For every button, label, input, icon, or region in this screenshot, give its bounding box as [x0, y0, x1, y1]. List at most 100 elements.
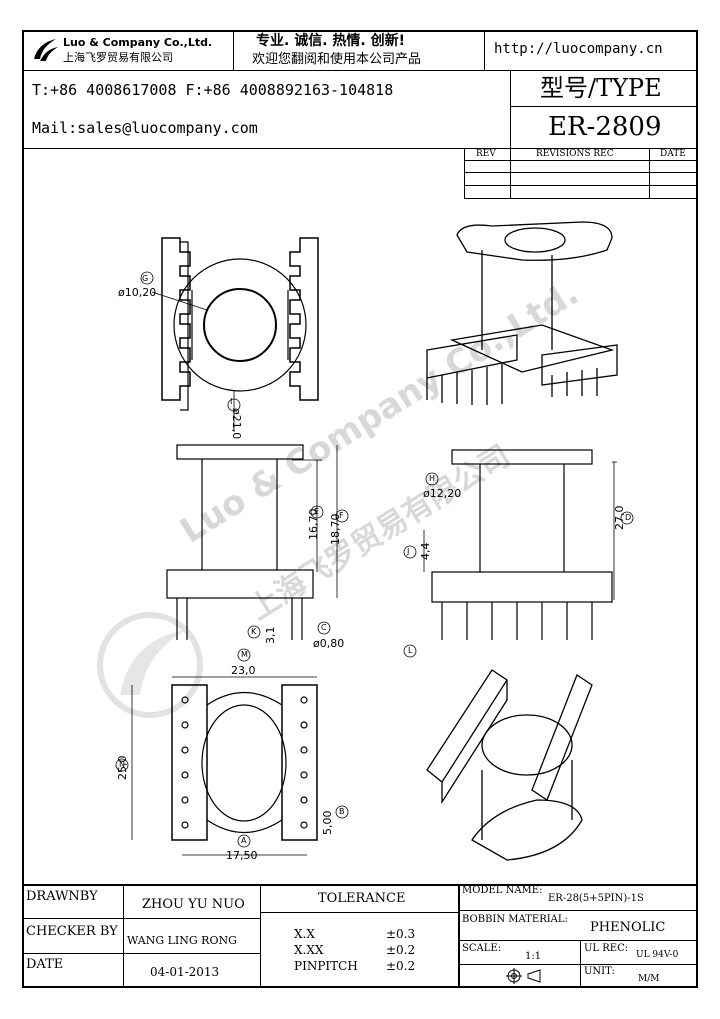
- bobbin-label: BOBBIN MATERIAL:: [462, 914, 568, 925]
- type-line: [510, 106, 698, 107]
- dim-g-mark: G: [142, 274, 149, 283]
- dim-g-dia: ø10,20: [118, 286, 157, 299]
- left-pin-rail: [161, 237, 191, 401]
- rev-row-2: [464, 172, 698, 173]
- iso-view-top: [426, 221, 618, 405]
- rev-row-4: [464, 198, 698, 199]
- model-value: ER-28(5+5PIN)-1S: [548, 893, 644, 904]
- header-line-2: [22, 148, 698, 149]
- footer-div-2: [260, 884, 261, 988]
- footer-row-1: [22, 918, 260, 919]
- type-divider: [510, 70, 511, 148]
- dim-b-mark: B: [339, 807, 345, 816]
- tol-xx-value: ±0.3: [386, 927, 416, 941]
- footer-right-row-2: [458, 940, 698, 941]
- tol-pin-label: PINPITCH: [294, 959, 358, 973]
- date-value: 04-01-2013: [150, 965, 220, 979]
- unit-label: UNIT:: [584, 966, 615, 977]
- dim-d-mark: D: [625, 513, 632, 522]
- footer-right-div: [580, 940, 581, 988]
- dim-n-mark: N: [119, 760, 125, 769]
- tol-xxx-label: X.XX: [294, 943, 324, 957]
- rev-table-left: [464, 148, 465, 198]
- dim-e-mark: E: [314, 507, 320, 516]
- rev-table-div2: [649, 148, 650, 198]
- dim-c-dia: ø0,80: [313, 637, 345, 650]
- header-line-1: [22, 70, 698, 71]
- footer-tol-line: [260, 912, 458, 913]
- footer-right-row-1: [458, 910, 698, 911]
- dim-a-len: 17,50: [226, 849, 258, 862]
- side-view: [403, 449, 634, 658]
- footer-right-row-3: [458, 964, 698, 965]
- dim-a-mark: A: [241, 836, 247, 845]
- dim-k-mark: K: [251, 627, 257, 636]
- scale-label: SCALE:: [462, 943, 502, 954]
- type-label: 型号/TYPE: [540, 74, 662, 102]
- bottom-right-rail: [281, 684, 318, 841]
- model-label: MODEL NAME:: [462, 885, 543, 896]
- scale-value: 1:1: [525, 951, 542, 962]
- footer-div-3: [458, 884, 460, 988]
- dim-d-len: 27,0: [613, 505, 626, 531]
- rev-row-1: [464, 160, 698, 161]
- unit-value: M/M: [638, 974, 660, 984]
- rev-col-rev: REV: [476, 149, 496, 159]
- footer-div-1: [123, 884, 124, 988]
- front-view: [166, 444, 349, 640]
- dim-k-len: 3,1: [264, 626, 277, 645]
- dim-h-mark: H: [429, 474, 436, 483]
- tol-xx-label: X.X: [294, 927, 315, 941]
- bobbin-value: PHENOLIC: [590, 920, 666, 935]
- right-pin-rail: [289, 237, 319, 401]
- front-base: [166, 569, 314, 599]
- website-link[interactable]: http://luocompany.cn: [494, 41, 663, 57]
- watermark-logo-icon: [97, 612, 203, 718]
- header-divider-2: [484, 30, 485, 70]
- rev-table-div1: [510, 148, 511, 198]
- flange-circle: [173, 258, 307, 392]
- dim-m-mark: M: [241, 650, 248, 659]
- dim-h-dia: ø12,20: [423, 487, 462, 500]
- bottom-left-rail: [171, 684, 208, 841]
- company-name: Luo & Company Co.,Ltd.: [63, 36, 213, 49]
- dim-f-mark: F: [339, 511, 344, 520]
- side-base: [431, 571, 613, 603]
- dim-j-mark: J: [407, 547, 410, 556]
- welcome-text: 欢迎您翻阅和使用本公司产品: [252, 52, 422, 67]
- dim-l-mark: L: [408, 646, 413, 655]
- technical-drawing: [115, 221, 634, 861]
- dim-m-len: 23,0: [231, 664, 256, 677]
- rev-col-rec: REVISIONS REC: [536, 149, 614, 159]
- checker-label: CHECKER BY: [26, 924, 118, 939]
- ul-value: UL 94V-0: [636, 950, 679, 960]
- dim-c-mark: C: [321, 623, 327, 632]
- rev-col-date: DATE: [660, 149, 686, 159]
- footer-row-2: [22, 953, 260, 954]
- projection-symbol-icon: [506, 968, 541, 984]
- bottom-view: [115, 648, 349, 856]
- slogan: 专业. 诚信. 热情. 创新!: [256, 33, 405, 49]
- ul-label: UL REC:: [584, 943, 629, 954]
- rev-row-3: [464, 185, 698, 186]
- date-label: DATE: [26, 957, 64, 972]
- email-link[interactable]: Mail:sales@luocompany.com: [32, 119, 258, 137]
- tol-xxx-value: ±0.2: [386, 943, 416, 957]
- company-logo-icon: [34, 39, 58, 61]
- type-value: ER-2809: [548, 112, 662, 142]
- dim-b-len: 5,00: [321, 810, 334, 836]
- top-view: [140, 237, 319, 432]
- dim-i-mark: I: [230, 397, 233, 406]
- dim-j-len: 4,4: [419, 542, 432, 561]
- iso-view-bottom: [426, 669, 593, 861]
- dim-i-dia: ø21,0: [230, 408, 243, 440]
- drawing-frame: [22, 30, 698, 988]
- side-top-flange: [451, 449, 593, 465]
- drawnby-label: DRAWNBY: [26, 889, 98, 904]
- front-top-flange: [176, 444, 304, 460]
- tol-pin-value: ±0.2: [386, 959, 416, 973]
- tolerance-label: TOLERANCE: [318, 891, 406, 906]
- footer-top-line: [22, 884, 698, 886]
- header-divider-1: [233, 30, 234, 70]
- phone-fax: T:+86 4008617008 F:+86 4008892163-104818: [32, 81, 394, 99]
